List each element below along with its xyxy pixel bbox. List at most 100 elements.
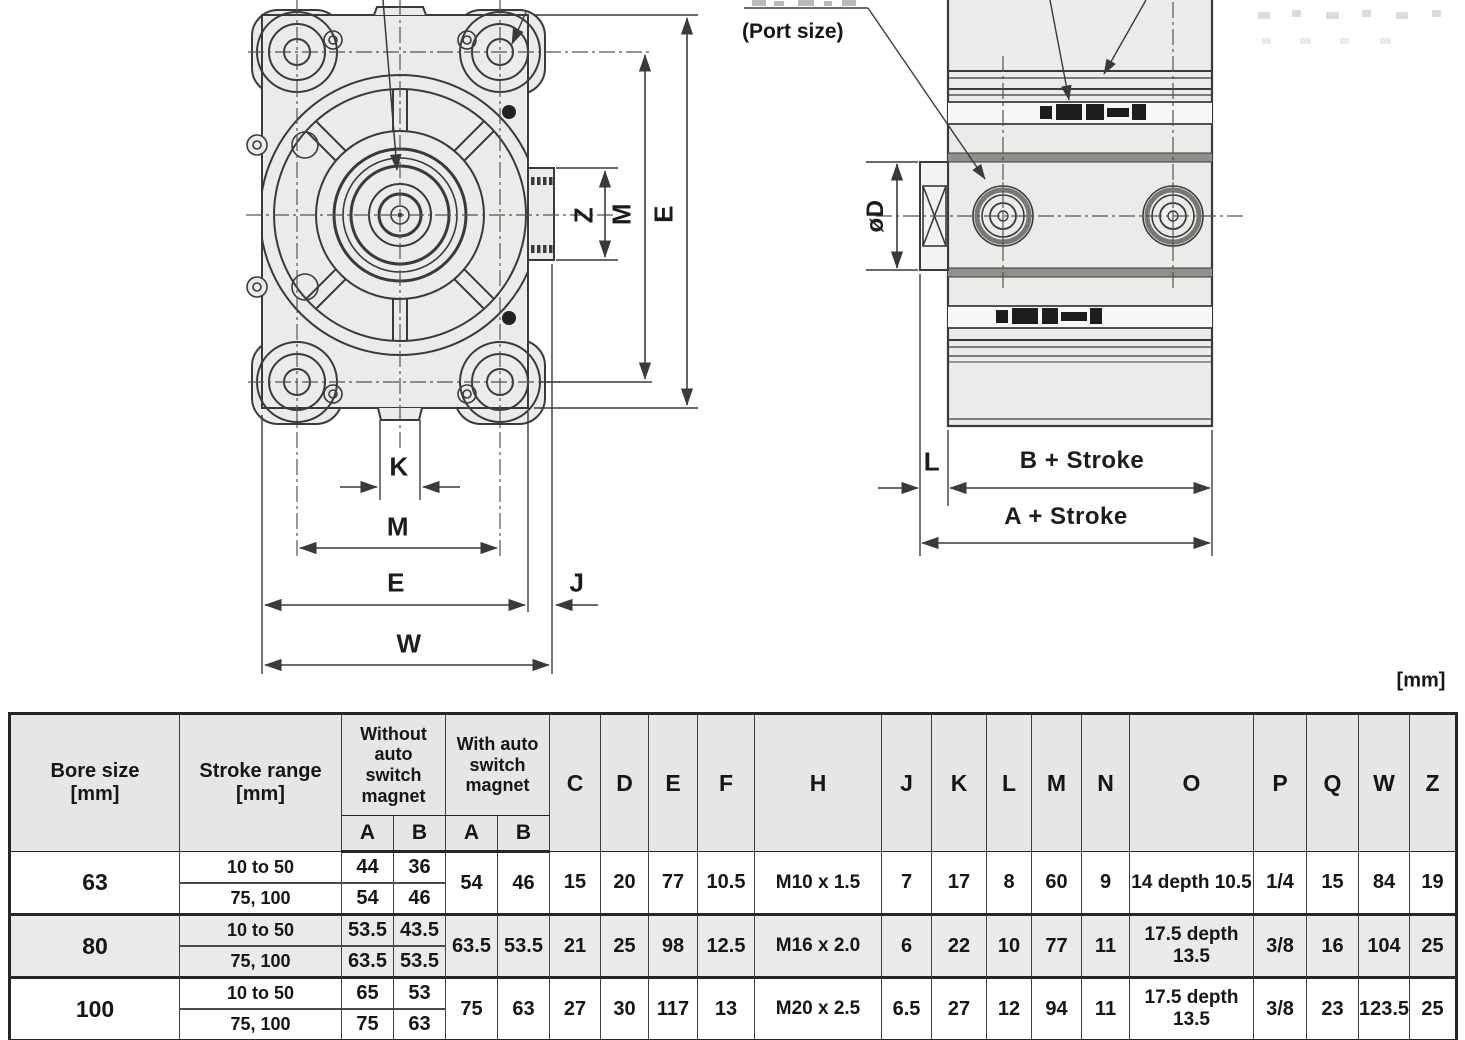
dim-cell: 16 <box>1306 913 1359 978</box>
dimensions-table: Bore size[mm]Stroke range[mm]Without aut… <box>8 712 1458 1040</box>
table-header-row: Bore size[mm]Stroke range[mm]Without aut… <box>9 713 1457 852</box>
col-H: H <box>754 713 882 852</box>
dim-cell: 60 <box>1031 851 1082 915</box>
subcol-B: B <box>393 815 446 853</box>
col-C: C <box>549 713 601 852</box>
dim-cell: M20 x 2.5 <box>754 976 882 1040</box>
dim-cell: M10 x 1.5 <box>754 851 882 915</box>
dim-label-k: K <box>389 451 409 482</box>
bore-cell: 100 <box>9 976 180 1040</box>
dim-cell: 13 <box>697 976 755 1040</box>
col-E: E <box>648 713 698 852</box>
dim-cell: 104 <box>1358 913 1410 978</box>
without-b-cell: 36 <box>393 851 446 884</box>
without-a-cell: 54 <box>341 882 394 915</box>
without-a-cell: 44 <box>341 851 394 884</box>
col-J: J <box>881 713 932 852</box>
with-a-cell: 54 <box>445 851 498 915</box>
without-b-cell: 53 <box>393 976 446 1010</box>
col-W: W <box>1358 713 1410 852</box>
dim-cell: 1/4 <box>1253 851 1307 915</box>
stroke-range-cell: 10 to 50 <box>179 851 342 884</box>
without-b-cell: 53.5 <box>393 945 446 978</box>
stroke-range-cell: 75, 100 <box>179 1008 342 1040</box>
dim-cell: 3/8 <box>1253 976 1307 1040</box>
dim-cell: 25 <box>1409 913 1457 978</box>
stroke-range-cell: 75, 100 <box>179 945 342 978</box>
dim-cell: 17.5 depth 13.5 <box>1129 976 1254 1040</box>
col-L: L <box>986 713 1032 852</box>
dim-cell: 117 <box>648 976 698 1040</box>
without-b-cell: 43.5 <box>393 913 446 947</box>
dim-cell: 20 <box>600 851 649 915</box>
dim-cell: 8 <box>986 851 1032 915</box>
dim-cell: 25 <box>1409 976 1457 1040</box>
with-b-cell: 53.5 <box>497 913 550 978</box>
dim-label-bore-dia: øD <box>862 199 889 233</box>
dim-cell: 21 <box>549 913 601 978</box>
dim-cell: 15 <box>1306 851 1359 915</box>
dim-cell: 10 <box>986 913 1032 978</box>
without-a-cell: 53.5 <box>341 913 394 947</box>
dim-cell: 12 <box>986 976 1032 1040</box>
without-b-cell: 63 <box>393 1008 446 1040</box>
col-bore: Bore size[mm] <box>9 713 180 852</box>
port-size-label: (Port size) <box>742 20 844 43</box>
dim-cell: 77 <box>648 851 698 915</box>
subcol-A: A <box>341 815 394 853</box>
dim-label-e-side: E <box>648 205 679 223</box>
dim-cell: 17.5 depth 13.5 <box>1129 913 1254 978</box>
dim-cell: 12.5 <box>697 913 755 978</box>
dim-cell: 123.5 <box>1358 976 1410 1040</box>
dim-cell: 17 <box>931 851 987 915</box>
dim-cell: 3/8 <box>1253 913 1307 978</box>
col-D: D <box>600 713 649 852</box>
stroke-range-cell: 10 to 50 <box>179 976 342 1010</box>
col-K: K <box>931 713 987 852</box>
dim-label-j: J <box>569 567 585 598</box>
dim-cell: 30 <box>600 976 649 1040</box>
without-b-cell: 46 <box>393 882 446 915</box>
col-O: O <box>1129 713 1254 852</box>
cylinder-side-view <box>744 0 1441 556</box>
dim-cell: 94 <box>1031 976 1082 1040</box>
stroke-range-cell: 10 to 50 <box>179 913 342 947</box>
col-P: P <box>1253 713 1307 852</box>
without-a-cell: 65 <box>341 976 394 1010</box>
dim-cell: 22 <box>931 913 987 978</box>
dim-cell: 25 <box>600 913 649 978</box>
col-F: F <box>697 713 755 852</box>
without-a-cell: 75 <box>341 1008 394 1040</box>
dim-cell: 19 <box>1409 851 1457 915</box>
dim-cell: 15 <box>549 851 601 915</box>
col-stroke: Stroke range[mm] <box>179 713 342 852</box>
unit-label: [mm] <box>1396 669 1446 692</box>
dim-cell: 27 <box>931 976 987 1040</box>
dim-label-w: W <box>396 628 422 659</box>
dim-cell: 7 <box>881 851 932 915</box>
subcol-B: B <box>497 815 550 853</box>
dim-label-m-side: M <box>606 202 637 226</box>
dim-label-z: Z <box>568 206 599 224</box>
dim-cell: 27 <box>549 976 601 1040</box>
dim-cell: 11 <box>1081 913 1130 978</box>
auto-switch-upper <box>1040 104 1146 120</box>
dim-cell: 10.5 <box>697 851 755 915</box>
stroke-range-cell: 75, 100 <box>179 882 342 915</box>
dim-cell: M16 x 2.0 <box>754 913 882 978</box>
dim-cell: 84 <box>1358 851 1410 915</box>
bore-cell: 80 <box>9 913 180 978</box>
col-M: M <box>1031 713 1082 852</box>
col-Q: Q <box>1306 713 1359 852</box>
technical-drawing <box>246 0 1441 674</box>
dim-cell: 9 <box>1081 851 1130 915</box>
dim-label-m-bottom: M <box>386 511 410 542</box>
